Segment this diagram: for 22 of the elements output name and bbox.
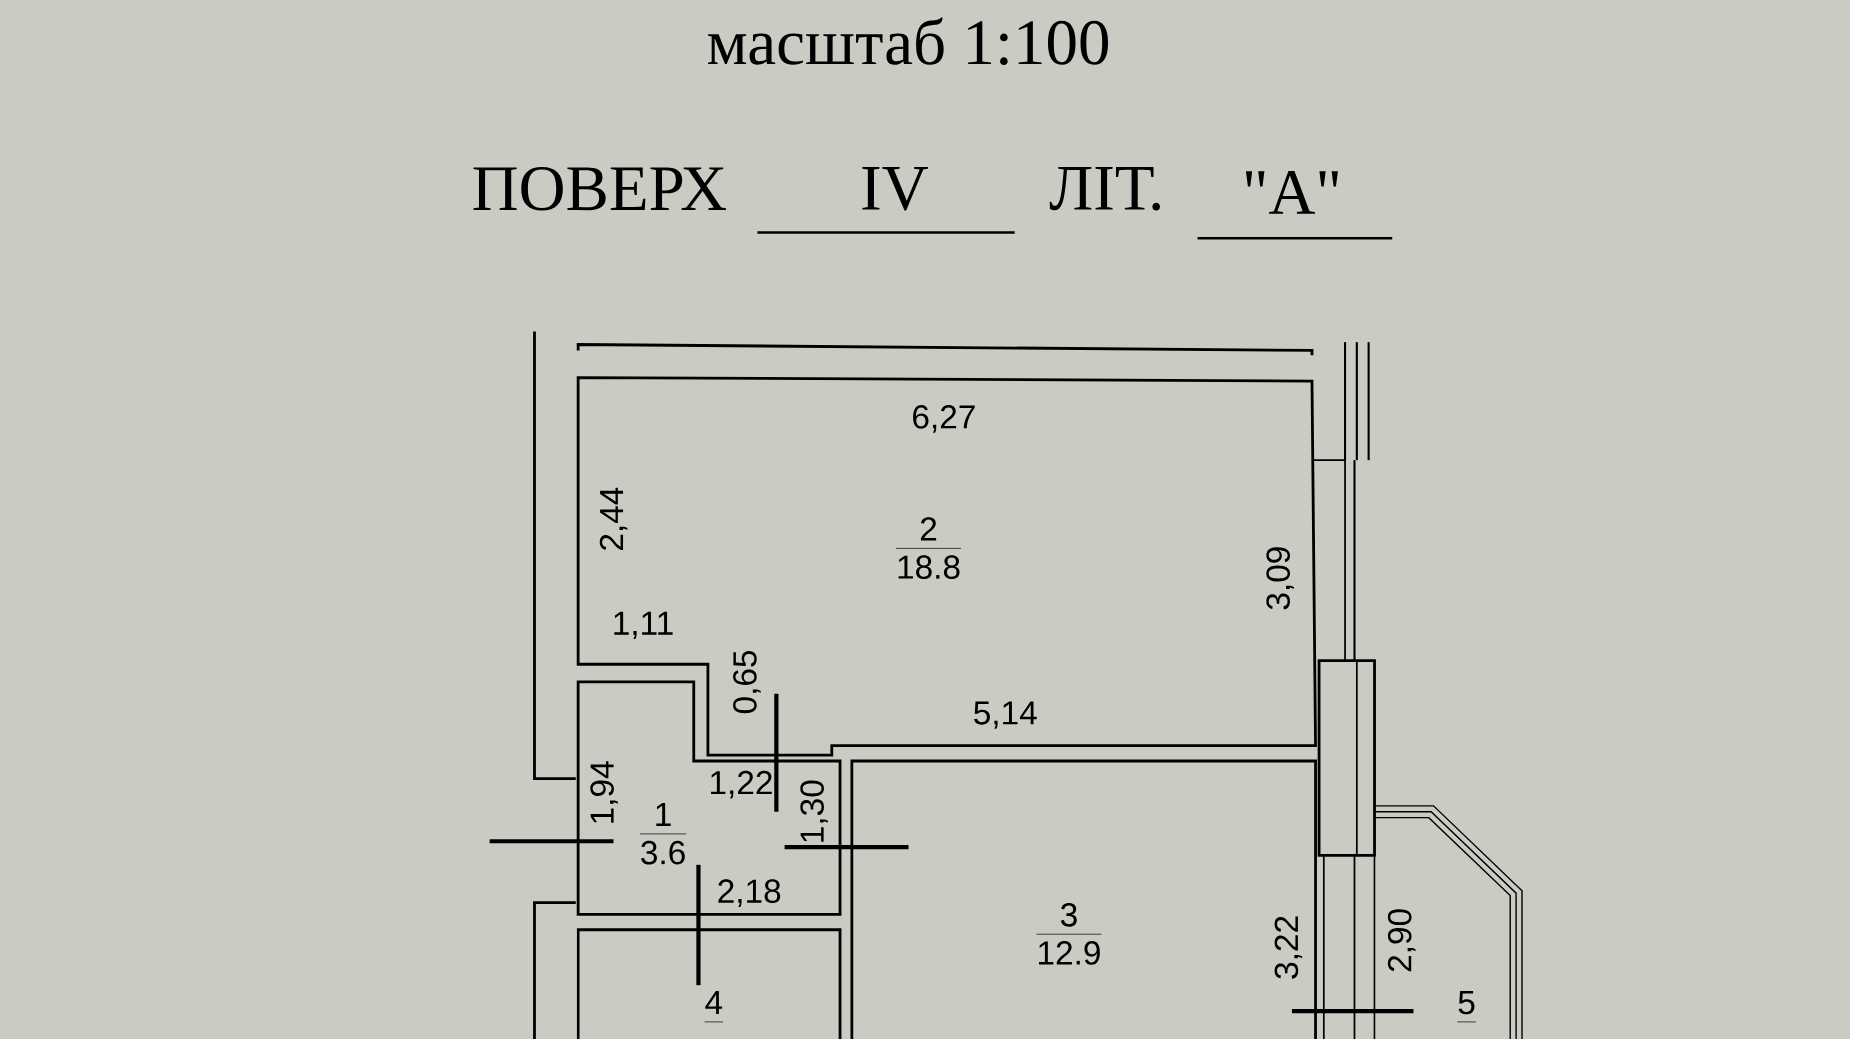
scale-title: масштаб 1:100 bbox=[708, 17, 1109, 65]
dimension-label: 2,18 bbox=[718, 879, 781, 907]
room-area-label: 3 12.9 bbox=[1036, 902, 1102, 965]
dimension-label: 2,44 bbox=[599, 487, 628, 550]
dimension-label: 1,94 bbox=[590, 761, 618, 823]
dimension-label: 0,65 bbox=[733, 650, 761, 713]
dimension-label: 2,90 bbox=[1387, 908, 1416, 971]
dimension-label: 1,22 bbox=[711, 770, 772, 799]
floor-label: ПОВЕРХ bbox=[473, 166, 726, 211]
room-area-label: 1 3.6 bbox=[639, 802, 687, 865]
dimension-label: 5,14 bbox=[974, 701, 1037, 729]
dimension-label: 3,22 bbox=[1274, 916, 1303, 979]
dimension-label: 6,27 bbox=[913, 404, 975, 433]
room-area-label: 2 18.8 bbox=[895, 516, 962, 579]
dimension-label: 3,09 bbox=[1266, 547, 1294, 610]
room-area-label: 4 bbox=[704, 990, 724, 1023]
letter-label: ЛІТ. bbox=[1049, 166, 1160, 211]
dimension-label: 1,11 bbox=[614, 611, 673, 639]
dimension-label: 1,30 bbox=[800, 780, 828, 842]
room-area-label: 5 bbox=[1456, 990, 1477, 1023]
letter-value: "А" bbox=[1245, 170, 1338, 214]
floor-number: IV bbox=[862, 166, 928, 211]
